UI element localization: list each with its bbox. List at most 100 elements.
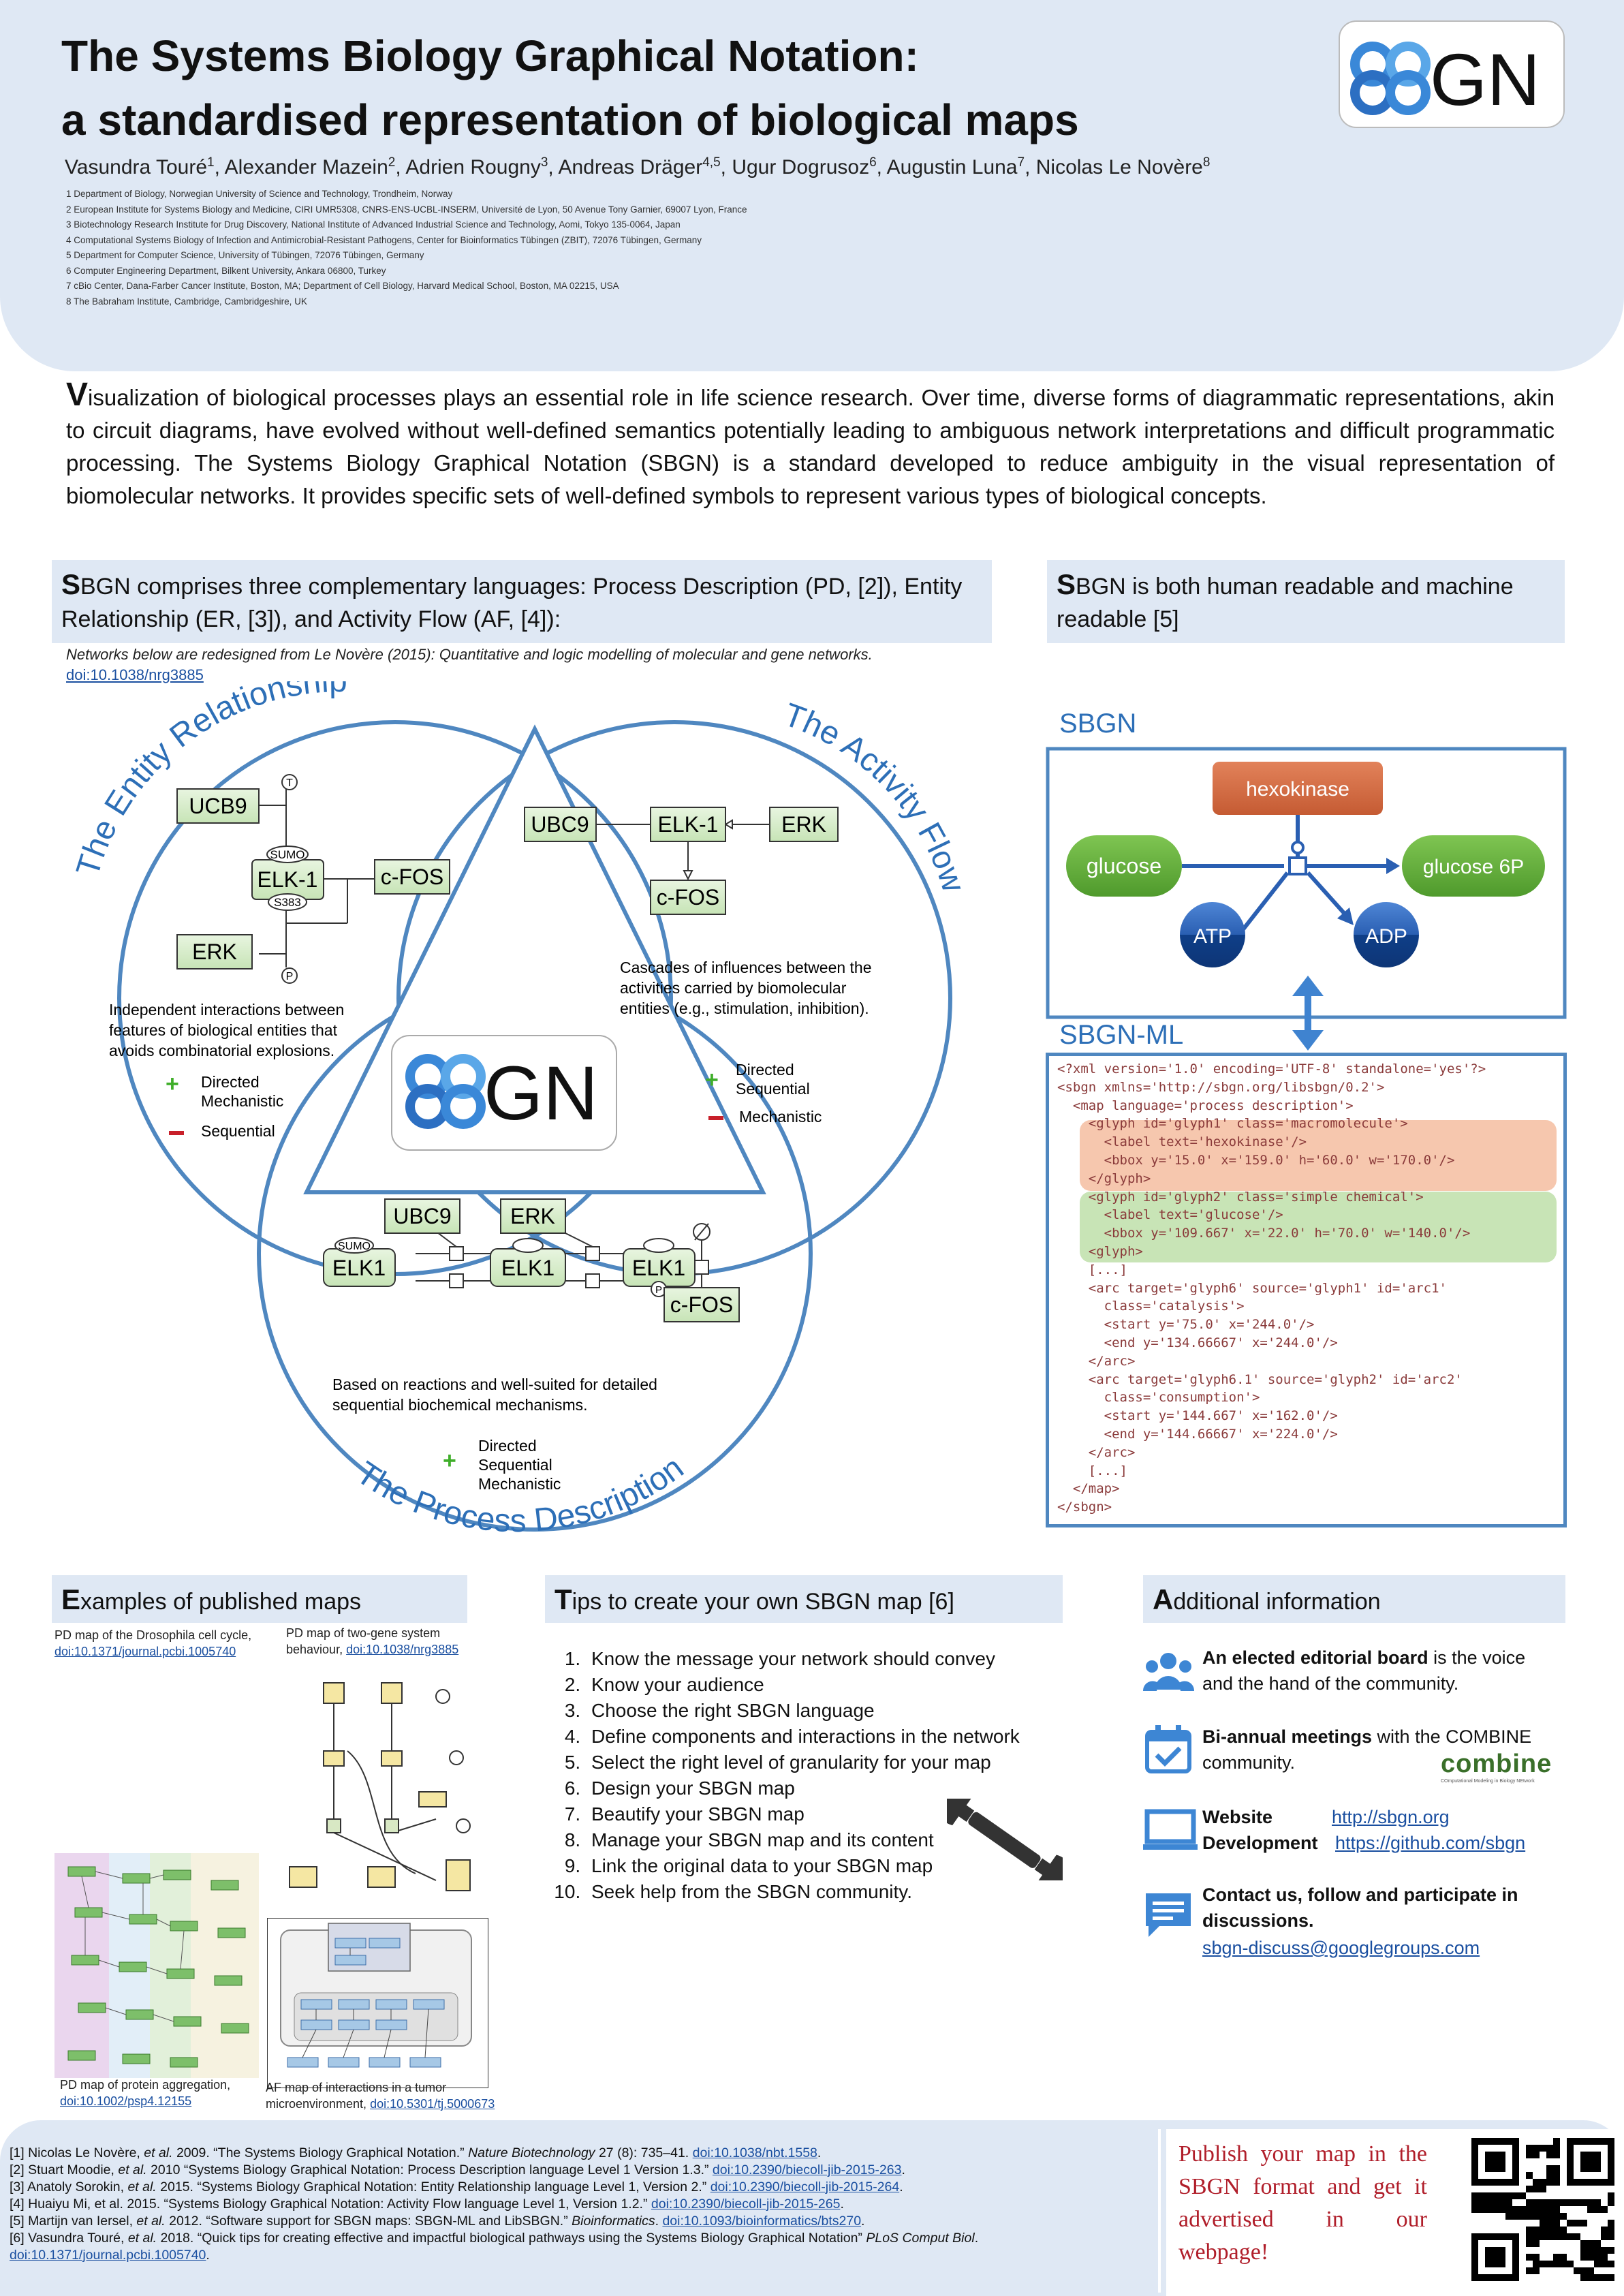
reference-item: [3] Anatoly Sorokin, et al. 2015. “Syste… [10,2179,903,2194]
sbgn-node-adp: ADP [1365,925,1407,948]
reference-doi-link[interactable]: doi:10.1371/journal.pcbi.1005740 [10,2248,206,2263]
code-line: [...] [1057,1463,1127,1478]
example1-map [54,1853,259,2078]
svg-text:entities (e.g., stimulation, i: entities (e.g., stimulation, inhibition)… [620,999,869,1017]
example2-link[interactable]: doi:10.1038/nrg3885 [346,1643,459,1656]
readable-heading-text: BGN is both human readable and machine r… [1057,574,1514,632]
code-line: </glyph> [1057,1170,1151,1186]
svg-text:Based on reactions and well-su: Based on reactions and well-suited for d… [332,1376,657,1393]
affiliation-line: 3 Biotechnology Research Institute for D… [66,219,681,230]
er-node-elk1: ELK-1 [257,867,318,892]
readable-dropcap: S [1057,568,1076,600]
computer-icon [1143,1809,1198,1850]
er-sumo: SUMO [270,848,305,861]
languages-note-link[interactable]: doi:10.1038/nrg3885 [66,666,204,683]
code-line: </arc> [1057,1353,1136,1369]
author-affiliation-mark: 3 [540,155,548,170]
development-link[interactable]: https://github.com/sbgn [1335,1833,1526,1853]
example4-link[interactable]: doi:10.5301/tj.5000673 [370,2097,495,2111]
pd-sumo: SUMO [338,1241,371,1252]
double-arrow-icon [1292,976,1324,1051]
tip-item: Beautify your SBGN map [586,1801,1027,1827]
sbgn-node-glucose6p: glucose 6P [1423,856,1524,878]
pd-node-erk: ERK [510,1204,555,1228]
sbgn-languages-venn: The Entity Relationship The Activity Flo… [69,681,971,1539]
code-line: <end y='144.66667' x='224.0'/> [1057,1426,1338,1442]
email-link[interactable]: sbgn-discuss@googlegroups.com [1202,1938,1480,1958]
tip-item: Define components and interactions in th… [586,1724,1027,1750]
sbgn-node-glucose: glucose [1087,854,1161,878]
reference-doi-link[interactable]: doi:10.2390/biecoll-jib-2015-263 [712,2162,902,2177]
tips-list: Know the message your network should con… [557,1646,1027,1905]
glyph1-highlight [1080,1120,1557,1191]
development-label: Development [1202,1833,1318,1853]
svg-text:avoids combinatorial explosion: avoids combinatorial explosions. [109,1042,334,1059]
affiliation-line: 1 Department of Biology, Norwegian Unive… [66,189,453,199]
languages-dropcap: S [61,568,81,600]
code-line: <sbgn xmlns='http://sbgn.org/libsbgn/0.2… [1057,1079,1385,1095]
wrench-icon [947,1799,1063,1880]
af-node-elk1: ELK-1 [658,812,719,837]
reference-item: [4] Huaiyu Mi, et al. 2015. “Systems Bio… [10,2197,844,2212]
examples-dropcap: E [61,1583,81,1615]
example1-link[interactable]: doi:10.1371/journal.pcbi.1005740 [54,1645,236,1658]
author-list: Vasundra Touré1, Alexander Mazein2, Adri… [65,155,1211,179]
author-name: Adrien Rougny [405,156,541,179]
sbgn-example-diagram: hexokinase glucose glucose 6P ATP ADP [1046,747,1567,1019]
code-line: </map> [1057,1481,1120,1497]
sbgn-panel-label: SBGN [1059,709,1137,739]
er-legend: + Directed Mechanistic Sequential [166,1071,283,1140]
example3-caption: PD map of protein aggregation, [60,2078,231,2092]
title-line-2: a standardised representation of biologi… [61,95,1079,144]
code-line: <bbox y='15.0' x='159.0' h='60.0' w='170… [1057,1152,1455,1168]
website-link[interactable]: http://sbgn.org [1332,1807,1450,1827]
affiliation-line: 8 The Babraham Institute, Cambridge, Cam… [66,296,307,307]
example2-map [289,1682,471,1891]
board-info: An elected editorial board is the voice … [1202,1647,1526,1694]
reference-doi-link[interactable]: doi:10.2390/biecoll-jib-2015-265 [651,2197,841,2212]
author-name: Augustin Luna [886,156,1018,179]
contact-info: Contact us, follow and participate in di… [1202,1884,1518,1931]
example3-link[interactable]: doi:10.1002/psp4.12155 [60,2094,192,2108]
tip-item: Design your SBGN map [586,1775,1027,1801]
er-s383: S383 [274,896,301,909]
qr-code-icon[interactable] [1471,2138,1614,2281]
pd-node-elk1-a: ELK1 [332,1256,386,1280]
code-line: [...] [1057,1262,1127,1277]
reference-item: [6] Vasundra Touré, et al. 2018. “Quick … [10,2231,979,2246]
plus-icon: + [166,1071,179,1097]
reference-doi-link[interactable]: doi:10.2390/biecoll-jib-2015-264 [710,2179,900,2194]
plus-icon: + [705,1067,719,1093]
title-line-1: The Systems Biology Graphical Notation: [61,31,919,80]
code-line: <arc target='glyph6' source='glyph1' id=… [1057,1280,1447,1296]
reference-doi-link[interactable]: doi:10.1093/bioinformatics/bts270 [662,2214,862,2229]
svg-text:activities carried by biomolec: activities carried by biomolecular [620,979,847,997]
author-affiliation-mark: 2 [388,155,396,170]
affiliation-line: 2 European Institute for Systems Biology… [66,204,747,215]
svg-text:Mechanistic: Mechanistic [739,1108,822,1126]
af-description: Cascades of influences between the activ… [620,959,872,1017]
svg-text:Cascades of influences between: Cascades of influences between the [620,959,872,976]
meetings-info: Bi-annual meetings with the COMBINE comm… [1202,1726,1532,1773]
svg-text:Directed: Directed [478,1437,537,1455]
languages-heading-text: BGN comprises three complementary langua… [61,574,963,632]
af-node-cfos: c-FOS [657,885,719,910]
svg-text:features of biological entitie: features of biological entities that [109,1021,338,1039]
er-p: P [286,971,294,982]
glyph2-highlight [1080,1192,1557,1262]
publish-callout: Publish your map in the SBGN format and … [1178,2141,1427,2265]
tip-item: Seek help from the SBGN community. [586,1879,1027,1905]
pd-p: P [655,1284,662,1296]
additional-dropcap: A [1153,1583,1174,1615]
author-name: Vasundra Touré [65,156,208,179]
code-line: <start y='144.667' x='162.0'/> [1057,1408,1338,1424]
affiliation-line: 5 Department for Computer Science, Unive… [66,250,424,260]
author-name: Nicolas Le Novère [1035,156,1203,179]
reference-doi-link[interactable]: doi:10.1038/nbt.1558 [692,2145,817,2160]
code-line: <map language='process description'> [1057,1098,1354,1113]
pd-node-elk1-c: ELK1 [632,1256,685,1280]
affiliation-line: 4 Computational Systems Biology of Infec… [66,234,702,245]
af-legend: + Directed Sequential Mechanistic [705,1061,822,1126]
languages-note: Networks below are redesigned from Le No… [66,646,873,663]
